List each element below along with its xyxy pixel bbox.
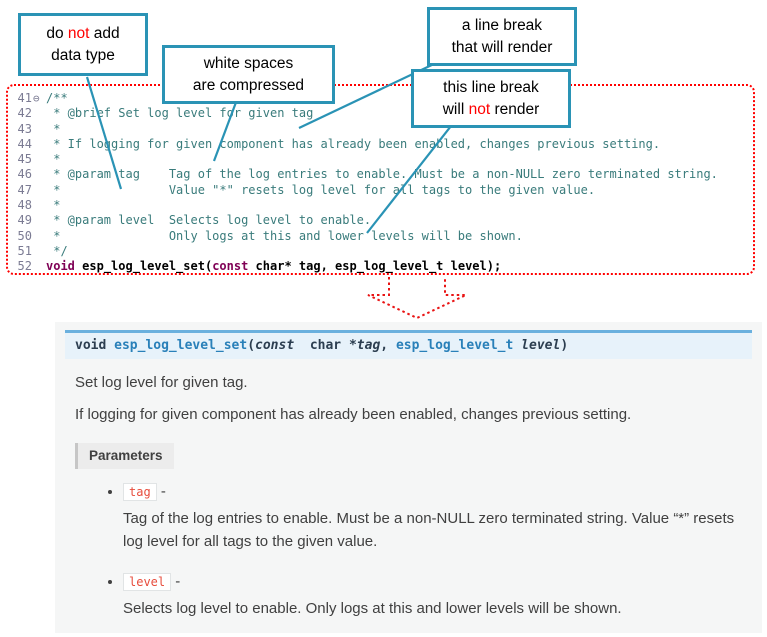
code-text: * If logging for given component has alr… xyxy=(46,136,661,151)
code-line: 48 * xyxy=(12,198,753,213)
keyword: const xyxy=(212,259,249,274)
fold-marker-icon xyxy=(32,122,46,137)
callout-text: are compressed xyxy=(192,76,305,94)
code-line: 51 */ xyxy=(12,244,753,259)
code-text: * Only logs at this and lower levels wil… xyxy=(46,228,523,243)
code-line: 42 * @brief Set log level for given tag xyxy=(12,106,753,121)
fold-marker-icon xyxy=(32,183,46,198)
line-number: 46 xyxy=(17,167,32,182)
callout-text: render xyxy=(490,100,540,118)
signature-keyword: void xyxy=(75,338,115,353)
callout-text: do xyxy=(46,25,68,42)
fold-marker-icon xyxy=(32,152,46,167)
callout-text: that will render xyxy=(451,38,553,56)
parameters-list: tag - Tag of the log entries to enable. … xyxy=(107,483,762,621)
code-text: */ xyxy=(46,243,68,258)
code-text: /** xyxy=(46,91,68,105)
param-description: Tag of the log entries to enable. Must b… xyxy=(123,510,735,550)
line-number: 51 xyxy=(17,243,32,258)
fold-marker-icon xyxy=(32,229,46,244)
callout-do-not-add-data-type: do not add data type xyxy=(18,13,148,77)
down-arrow-dotted xyxy=(367,277,467,320)
line-number: 41 xyxy=(17,91,32,105)
signature-function-name: esp_log_level_set xyxy=(114,338,248,353)
doc-description-paragraph: If logging for given component has alrea… xyxy=(75,406,632,423)
code-line: 43 * xyxy=(12,122,753,137)
param-head: level - xyxy=(123,573,762,591)
fold-marker-icon xyxy=(32,244,46,259)
param-name-chip: level xyxy=(123,573,172,591)
code-line-function-declaration: 52 void esp_log_level_set(const char* tag… xyxy=(12,259,753,274)
code-text: char* tag, esp_log_level_t level); xyxy=(248,259,502,274)
signature-const-keyword: const xyxy=(255,338,302,353)
code-line: 49 * @param level Selects log level to e… xyxy=(12,213,753,228)
param-head: tag - xyxy=(123,483,762,501)
param-separator: - xyxy=(156,483,166,500)
code-text: * @param level Selects log level to enab… xyxy=(46,213,372,228)
signature-type: char * xyxy=(302,338,357,353)
callout-text-emphasis: not xyxy=(67,25,90,42)
code-text: ( xyxy=(204,259,213,274)
signature-punctuation: , xyxy=(380,338,396,353)
param-name-chip: tag xyxy=(123,483,157,501)
line-number: 47 xyxy=(17,182,32,197)
source-code-block: 41⊖ /** 42 * @brief Set log level for giv… xyxy=(6,84,755,275)
code-text: * xyxy=(46,121,61,136)
callout-line-break-not-render: this line break will not render xyxy=(411,69,571,129)
signature-type: esp_log_level_t xyxy=(395,338,522,353)
code-text: * @brief Set log level for given tag xyxy=(46,106,314,121)
code-text: * xyxy=(46,198,61,213)
fold-marker-icon xyxy=(32,198,46,213)
callout-text: add xyxy=(89,25,120,42)
callout-text-emphasis: not xyxy=(468,100,491,118)
callout-text: a line break xyxy=(461,17,543,34)
code-line: 45 * xyxy=(12,152,753,167)
function-name: esp_log_level_set xyxy=(82,259,205,274)
doc-brief-paragraph: Set log level for given tag. xyxy=(75,374,248,391)
line-number: 45 xyxy=(17,152,32,167)
fold-marker-icon: ⊖ xyxy=(33,92,40,105)
callout-text: will xyxy=(442,100,469,118)
signature-punctuation: ( xyxy=(247,338,256,353)
fold-marker-icon xyxy=(32,213,46,228)
signature-param-name: level xyxy=(521,338,561,353)
param-description: Selects log level to enable. Only logs a… xyxy=(123,600,622,617)
line-number: 50 xyxy=(17,228,32,243)
param-item: level - Selects log level to enable. Onl… xyxy=(123,573,762,621)
code-text: void esp_log_level_set(const char* tag, … xyxy=(46,259,502,274)
code-line: 41⊖ /** xyxy=(12,91,753,106)
signature-punctuation: ) xyxy=(560,338,569,353)
fold-marker-icon xyxy=(32,106,46,121)
code-line: 50 * Only logs at this and lower levels … xyxy=(12,229,753,244)
code-text: * xyxy=(46,152,61,167)
function-signature: void esp_log_level_set(const char *tag, … xyxy=(65,330,752,359)
code-line: 47 * Value "*" resets log level for all … xyxy=(12,183,753,198)
line-number: 44 xyxy=(17,136,32,151)
callout-text: this line break xyxy=(443,79,539,96)
fold-marker-icon xyxy=(32,259,46,273)
signature-param-name: tag xyxy=(356,338,381,353)
code-line: 44 * If logging for given component has … xyxy=(12,137,753,152)
callout-white-spaces-compressed: white spaces are compressed xyxy=(162,45,335,105)
code-text: * @param tag Tag of the log entries to e… xyxy=(46,167,718,182)
fold-marker-icon xyxy=(32,137,46,152)
parameters-label: Parameters xyxy=(75,443,174,469)
code-text: * Value "*" resets log level for all tag… xyxy=(46,182,596,197)
rendered-doc-panel: void esp_log_level_set(const char *tag, … xyxy=(55,322,762,633)
param-item: tag - Tag of the log entries to enable. … xyxy=(123,483,762,553)
line-number: 48 xyxy=(17,198,32,213)
fold-marker-icon xyxy=(32,167,46,182)
keyword: void xyxy=(46,259,75,274)
code-line: 46 * @param tag Tag of the log entries t… xyxy=(12,167,753,182)
callout-text: white spaces xyxy=(203,55,294,72)
callout-line-break-renders: a line break that will render xyxy=(427,7,577,67)
line-number: 52 xyxy=(17,259,32,274)
param-separator: - xyxy=(171,573,181,590)
line-number: 49 xyxy=(17,213,32,228)
line-number: 43 xyxy=(17,121,32,136)
line-number: 42 xyxy=(17,106,32,121)
callout-text: data type xyxy=(51,46,115,64)
